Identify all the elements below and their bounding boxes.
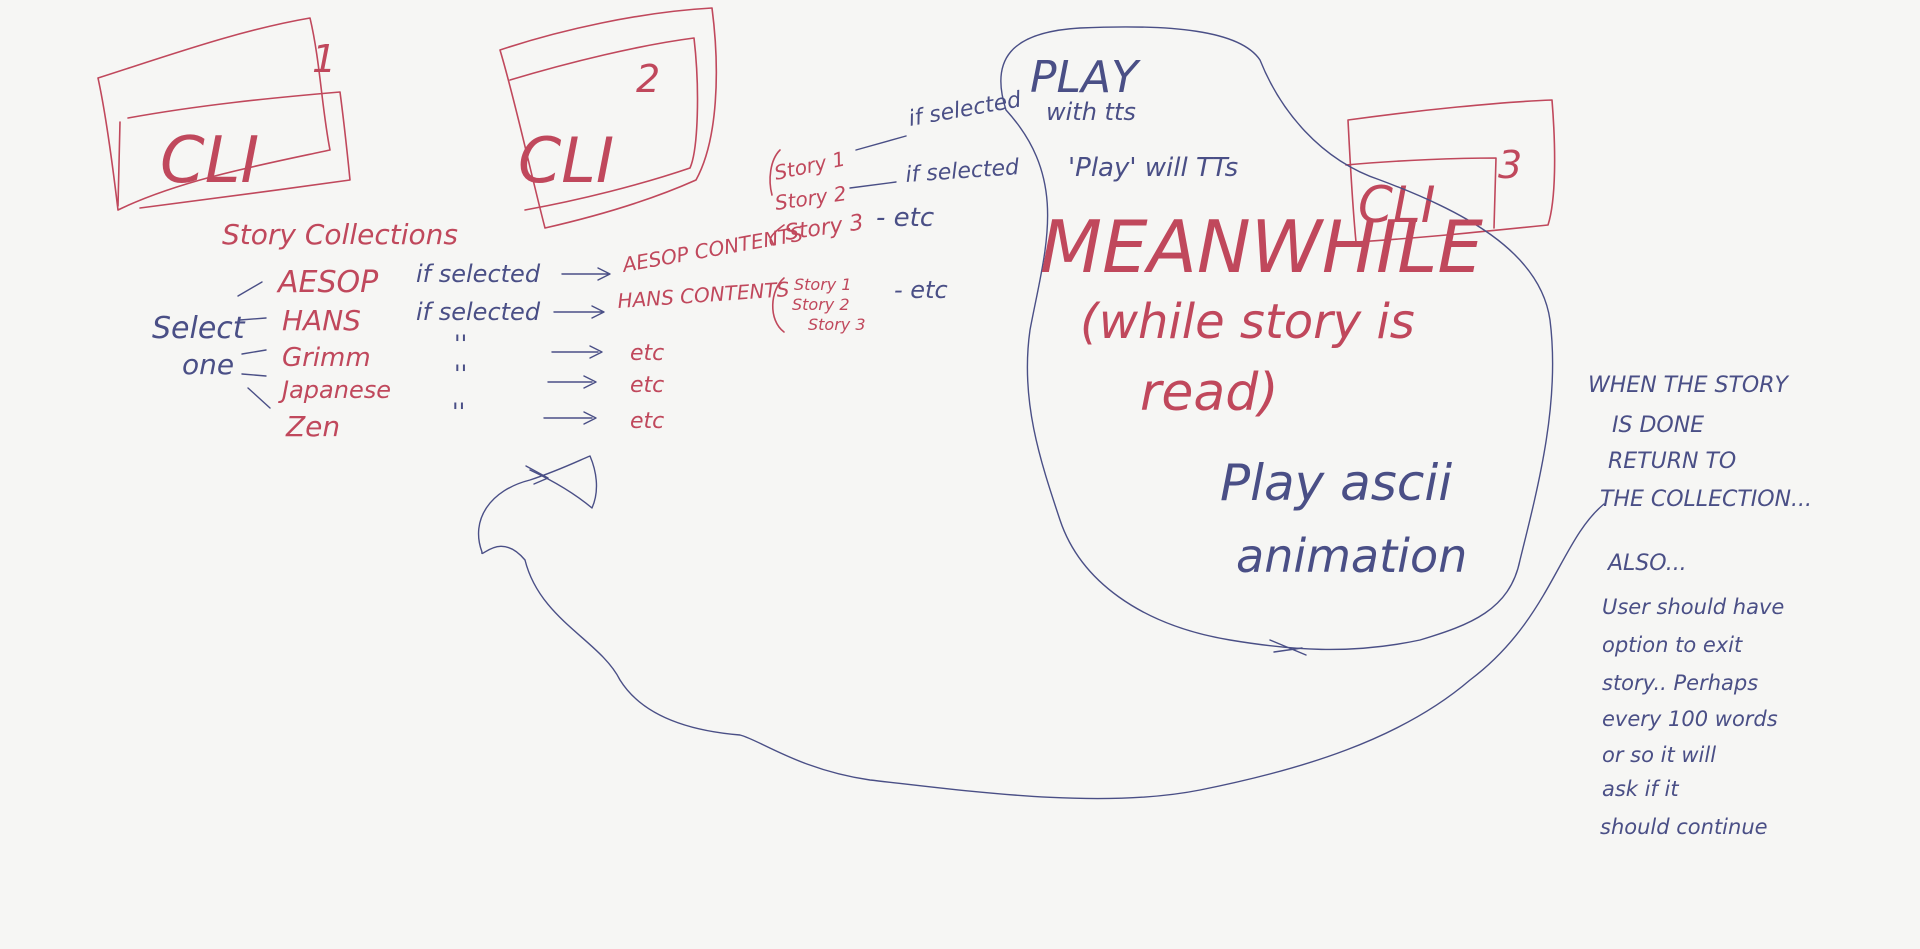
cli-2-label: CLI <box>518 124 614 197</box>
selection-rows: if selected if selected '' '' '' AESOP C… <box>416 222 805 434</box>
note-also-line-3: option to exit <box>1602 633 1743 657</box>
note-also-line-2: User should have <box>1602 595 1784 619</box>
story-3-etc: - etc <box>876 203 934 233</box>
play-will-tts: 'Play' will TTs <box>1068 153 1238 183</box>
meanwhile-line-2: (while story is <box>1080 294 1415 350</box>
play-area-outline <box>1000 26 1554 651</box>
note-also-line-7: ask if it <box>1602 777 1679 801</box>
story-2-if-selected: if selected <box>905 155 1021 188</box>
hans-story-1: Story 1 <box>794 275 852 294</box>
aesop-story-3: Story 3 <box>783 210 865 246</box>
collections-title: Story Collections <box>222 218 458 251</box>
animation-label: animation <box>1236 529 1467 583</box>
story-collections: Story Collections Select one AESOP HANS … <box>152 218 458 443</box>
if-selected-aesop: if selected <box>416 260 541 288</box>
loop-tail <box>1269 639 1307 656</box>
notes-when-done: WHEN THE STORY IS DONE RETURN TO THE COL… <box>1588 373 1812 512</box>
play-title: PLAY <box>1030 52 1141 103</box>
note-also-line-8: should continue <box>1600 815 1768 839</box>
note-also-line-1: ALSO... <box>1606 551 1687 576</box>
hans-stories: Story 1 Story 2 Story 3 - etc <box>772 275 948 334</box>
cli-2-number: 2 <box>636 57 660 101</box>
hans-story-2: Story 2 <box>792 295 850 314</box>
note-done-line-4: THE COLLECTION... <box>1600 487 1812 512</box>
cli-screen-1: CLI 1 <box>97 17 351 211</box>
meanwhile-title: MEANWHILE <box>1040 205 1483 289</box>
collection-grimm: Grimm <box>282 343 371 373</box>
cli-1-number: 1 <box>312 37 336 81</box>
aesop-story-1: Story 1 <box>772 146 847 184</box>
ditto-zen: '' <box>452 398 465 426</box>
note-done-line-1: WHEN THE STORY <box>1588 373 1790 398</box>
ditto-grimm: '' <box>454 330 467 358</box>
cli-3-number: 3 <box>1498 143 1522 187</box>
aesop-story-2: Story 2 <box>773 181 848 215</box>
cli-3-label: CLI <box>1358 176 1436 234</box>
if-selected-hans: if selected <box>416 298 541 326</box>
collection-aesop: AESOP <box>276 265 379 300</box>
note-done-line-2: IS DONE <box>1612 413 1704 438</box>
notes-also: ALSO... User should have option to exit … <box>1600 551 1784 839</box>
hans-story-3: Story 3 <box>808 315 866 334</box>
play-ascii-label: Play ascii <box>1220 454 1452 512</box>
ditto-japanese: '' <box>454 360 467 388</box>
select-label: Select <box>152 311 246 346</box>
cli-screen-3: CLI 3 <box>1345 99 1556 243</box>
cli-1-label: CLI <box>160 124 259 198</box>
grimm-etc: etc <box>630 341 664 366</box>
collection-zen: Zen <box>285 410 340 443</box>
play-with-tts: with tts <box>1046 98 1136 126</box>
return-arrow <box>477 455 1605 800</box>
hans-stories-etc: - etc <box>894 276 948 304</box>
collection-japanese: Japanese <box>278 376 391 404</box>
japanese-etc: etc <box>630 373 664 398</box>
collection-hans: HANS <box>282 304 361 337</box>
cli-screen-2: CLI 2 <box>499 7 718 229</box>
zen-etc: etc <box>630 409 664 434</box>
hans-contents-label: HANS CONTENTS <box>617 277 791 313</box>
meanwhile-section: MEANWHILE (while story is read) Play asc… <box>1040 205 1483 583</box>
play-section: PLAY with tts 'Play' will TTs <box>1030 52 1238 183</box>
note-also-line-4: story.. Perhaps <box>1602 671 1758 695</box>
note-also-line-6: or so it will <box>1602 743 1716 767</box>
note-done-line-3: RETURN TO <box>1608 449 1736 474</box>
aesop-stories: Story 1 Story 2 Story 3 if selected if s… <box>769 87 1024 246</box>
meanwhile-line-3: read) <box>1140 363 1279 423</box>
return-arrow-head <box>525 465 549 485</box>
select-label-2: one <box>182 348 234 381</box>
note-also-line-5: every 100 words <box>1602 707 1778 731</box>
